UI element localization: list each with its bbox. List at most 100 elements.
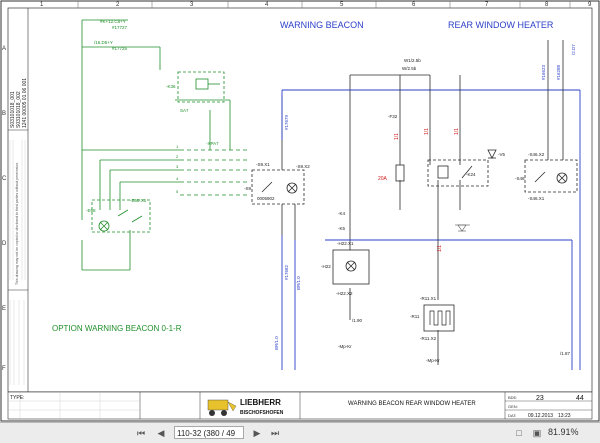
lamp-ref: -H22.X1 [337, 241, 354, 246]
row-a: A [2, 46, 6, 52]
heater-label: -R11 [410, 314, 420, 319]
sheet-date: 09.12.2013 [528, 413, 553, 419]
viewer-toolbar: ⏮ ◀ 110-32 (380 / 49 ▶ ⏭ □ ▣ 81.91% [0, 422, 600, 443]
sheet-frame [0, 0, 600, 422]
beacon-switch-2: -S9.X2 [296, 164, 310, 169]
col-7: 7 [485, 2, 489, 8]
rw-feed: W1/2.5b [404, 58, 421, 63]
zoom-out-icon[interactable]: □ [516, 428, 522, 438]
fit-page-icon[interactable]: ▣ [532, 428, 542, 438]
beacon-switch: -S9 [244, 186, 252, 191]
svg-text:3: 3 [176, 164, 179, 169]
col-8: 8 [545, 2, 549, 8]
option-warning-beacon-label: OPTION WARNING BEACON 0-1-R [52, 324, 182, 333]
svg-text:5: 5 [176, 189, 179, 194]
row-c: C [2, 176, 7, 182]
brand-name: LIEBHERR [240, 398, 281, 407]
previous-page-icon[interactable]: ◀ [157, 428, 165, 438]
feed-a-label: #K+12.C8+Y [100, 19, 126, 24]
wire-ref-2: #17682 [284, 264, 289, 280]
option-labels: #K+12.C8+Y #17727 /16.D5+Y #17725 -K36 S… [86, 19, 219, 213]
title-block: TYPE: LIEBHERR BISCHOFSHOFEN WARNING BEA… [7, 391, 593, 420]
svg-text:1/1: 1/1 [454, 128, 460, 135]
conn-k4: -K4 [338, 211, 346, 216]
col-2: 2 [116, 2, 120, 8]
loader-logo [207, 399, 237, 416]
heater-ground-label: -Mp-Kr [426, 358, 440, 363]
feed-b-ref: #17725 [112, 46, 128, 51]
wire-grey2-label: BR/1.0 [274, 336, 279, 350]
rw-switch-c: -S46.X1 [528, 196, 545, 201]
field-label-3: DAT: [508, 413, 516, 418]
drawing-title: WARNING BEACON REAR WINDOW HEATER [348, 401, 476, 407]
beacon-wire-refs: #17679 #17682 BR/1.0 BR/1.0 [274, 114, 301, 350]
row-f: F [2, 366, 6, 372]
relay-k36-ref: SA7 [180, 108, 189, 113]
row-b: B [2, 111, 6, 117]
rw-relay: -K24 [466, 172, 476, 177]
heater-labels: W1/2.5b -F32 -K24 -V5 -S46.X2 -S46 -S46.… [388, 58, 571, 363]
col-6: 6 [412, 2, 416, 8]
wire-ref-1: #17679 [284, 114, 289, 130]
red-labels: 20A 1/1 1/1 1/1 1/1 [378, 128, 460, 252]
sheet-time: 13:23 [558, 413, 571, 419]
fuse-rating: 20A [378, 176, 388, 182]
col-4: 4 [265, 2, 269, 8]
rw-fuse: -F32 [388, 114, 398, 119]
col-5: 5 [340, 2, 344, 8]
beacon-labels: -S9.X1 -S9 -S9.X2 0005902 -H22.X1 -H22 -… [244, 66, 417, 349]
rw-switch-b: -S46 [515, 176, 525, 181]
section-title-warning-beacon: WARNING BEACON [280, 20, 364, 30]
col-9: 9 [588, 2, 592, 8]
svg-text:1/1: 1/1 [424, 128, 430, 135]
ground-label-1: -Mp-Kr [338, 344, 352, 349]
feed-a-ref: #17727 [112, 25, 128, 30]
field-label-2: GEN: [508, 404, 518, 409]
rw-ref-3: /2.D7 [571, 44, 576, 55]
type-label: TYPE: [10, 395, 24, 401]
ruler-ticks [77, 1, 571, 8]
rw-ground-label: /1.87 [560, 351, 571, 356]
rw-ref-1: #16623 [541, 64, 546, 80]
last-page-icon[interactable]: ⏭ [270, 428, 280, 438]
heater-x1-label: -R11.X1 [420, 296, 437, 301]
feed-b-label: /16.D5+Y [94, 40, 113, 45]
svg-text:1: 1 [176, 144, 179, 149]
next-page-icon[interactable]: ▶ [253, 428, 261, 438]
blue-wires [281, 89, 581, 370]
rw-switch: -S46.X2 [528, 152, 545, 157]
section-title-rear-window-heater: REAR WINDOW HEATER [448, 20, 554, 30]
heater-wire-refs: #16623 #16288 /2.D7 [541, 44, 576, 80]
first-page-icon[interactable]: ⏮ [136, 428, 146, 438]
rear-heater-circuit [350, 40, 578, 365]
doc-codes: S03101018_001 S03101018_002 1241 00005 0… [10, 78, 28, 128]
column-ruler: 1 2 3 4 5 6 7 8 9 [40, 2, 592, 8]
zoom-level: 81.91% [548, 427, 579, 437]
row-d: D [2, 241, 7, 247]
col-1: 1 [40, 2, 44, 8]
left-lamp-label: -E68 [86, 208, 96, 213]
side-note: This drawing may not be copied or disclo… [15, 162, 19, 285]
lamp-ref-c: -H22.X2 [336, 291, 353, 296]
doc-code-1: S03101018_001 [10, 91, 16, 128]
left-switch-label: -E68.X1 [130, 198, 147, 203]
svg-text:2: 2 [176, 154, 179, 159]
row-e: E [2, 306, 6, 312]
col-3: 3 [190, 2, 194, 8]
row-ruler: A B C D E F [2, 46, 7, 372]
page-number-input[interactable]: 110-32 (380 / 49 [174, 426, 244, 439]
field-label-1: BDE: [508, 395, 517, 400]
svg-text:4: 4 [176, 176, 179, 181]
plug-xa7-label: -XPA7 [206, 141, 219, 146]
svg-text:1/1: 1/1 [394, 133, 400, 140]
heater-diode-ground [455, 224, 470, 232]
doc-code-3: 1241 00005 01 06 001 [22, 78, 28, 128]
rw-diode: -V5 [498, 152, 506, 157]
relay-k36-label: -K36 [166, 84, 176, 89]
beacon-ref: -S9.X1 [256, 162, 270, 167]
conn-k5: -K5 [338, 226, 346, 231]
warning-beacon-circuit [251, 75, 370, 320]
option-dashed-lines [180, 149, 248, 196]
option-pin-numbers: 1 2 3 4 5 [176, 144, 179, 194]
schematic-sheet: 1 2 3 4 5 6 7 8 9 A B C D E F S03101018_… [0, 0, 600, 422]
